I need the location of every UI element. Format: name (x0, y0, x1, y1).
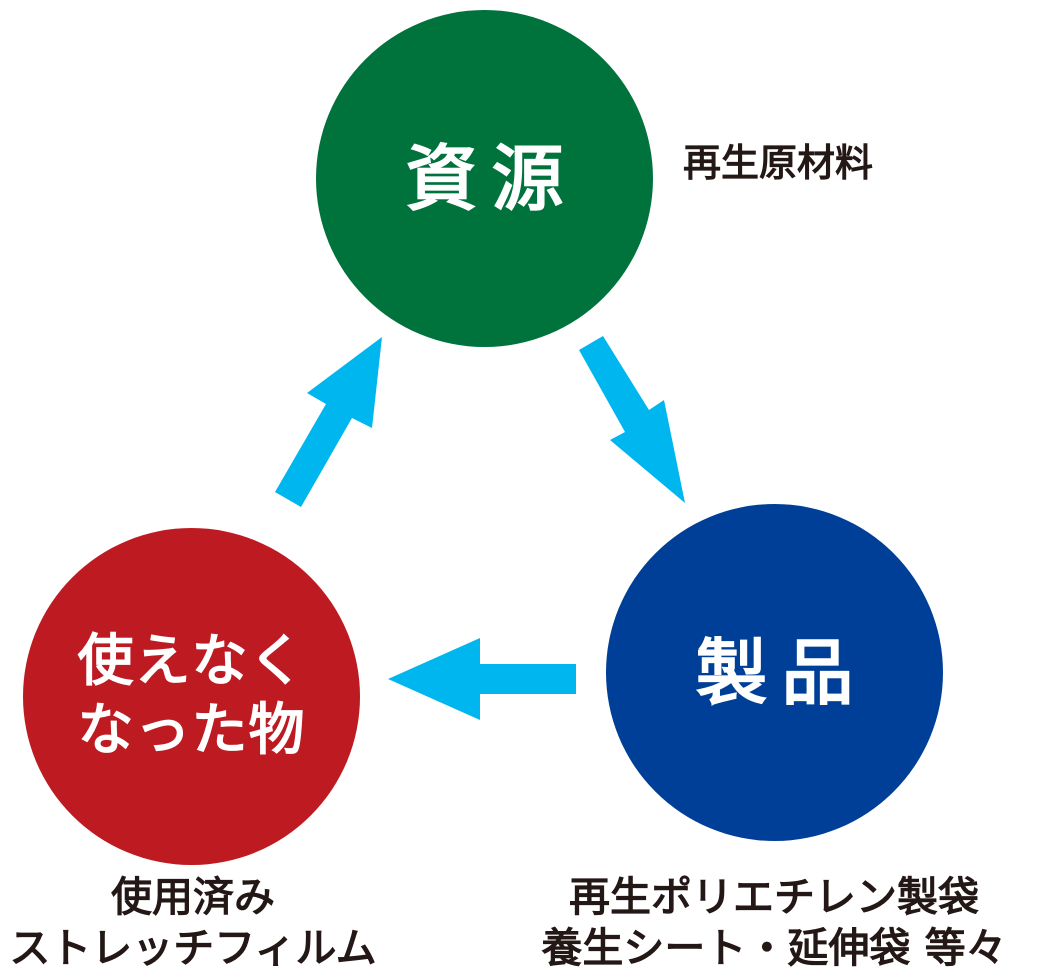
product-label: 製品 (695, 630, 868, 715)
arrow-product-to-used-icon (388, 638, 576, 720)
product-node: 製品 (606, 504, 943, 841)
product-caption: 再生ポリエチレン製袋 養生シート・延伸袋 等々 (508, 872, 1040, 975)
product-caption-line2: 養生シート・延伸袋 等々 (541, 924, 1007, 973)
used-items-label-line1: 使えなく (77, 629, 306, 695)
arrow-used-to-resource-icon (275, 337, 382, 507)
used-items-node: 使えなく なった物 (23, 528, 360, 865)
resource-caption-text: 再生原材料 (683, 141, 874, 185)
used-items-caption-line2: ストレッチフィルム (9, 924, 377, 973)
product-caption-line1: 再生ポリエチレン製袋 (569, 873, 979, 921)
resource-node: 資源 (316, 10, 653, 347)
used-items-label-line2: なった物 (77, 697, 306, 763)
resource-label: 資源 (405, 136, 578, 221)
used-items-caption-line1: 使用済み (111, 873, 275, 921)
used-items-caption: 使用済み ストレッチフィルム (0, 872, 386, 975)
arrow-resource-to-product-icon (579, 336, 685, 503)
resource-caption: 再生原材料 (683, 140, 873, 188)
